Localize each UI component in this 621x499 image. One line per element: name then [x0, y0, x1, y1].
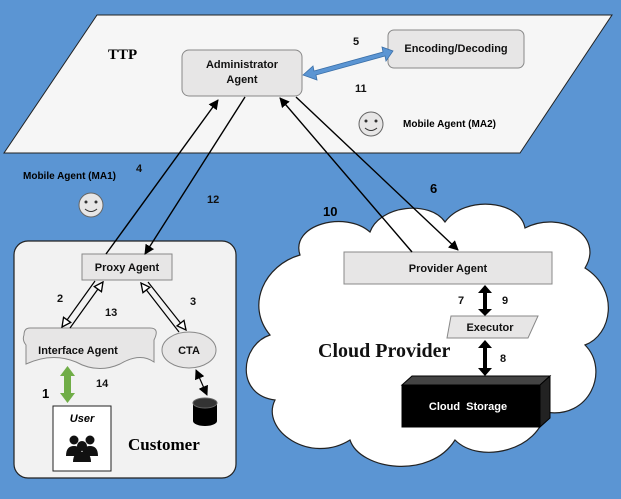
- step-12: 12: [207, 194, 219, 206]
- provider-agent-box: [343, 251, 553, 285]
- smiley-icon: [78, 192, 104, 218]
- encoding-decoding-label: Encoding/Decoding: [404, 43, 507, 55]
- proxy-agent-label: Proxy Agent: [95, 262, 160, 274]
- cloud-provider-title: Cloud Provider: [318, 340, 451, 362]
- step-10: 10: [323, 204, 337, 219]
- executor-storage-arrow: [478, 340, 492, 376]
- customer-title: Customer: [128, 435, 200, 454]
- users-icon: [66, 435, 98, 462]
- step-9: 9: [502, 295, 508, 307]
- proxy-cta-arrow-a: [147, 281, 186, 330]
- database-icon: [192, 397, 218, 426]
- administrator-agent-label-1: Administrator: [206, 59, 279, 71]
- proxy-cta-arrow-b: [141, 283, 180, 333]
- smiley-icon: [358, 111, 384, 137]
- ttp-title: TTP: [108, 47, 137, 63]
- cta-ellipse: [161, 331, 217, 369]
- cloud-storage-label: Cloud Storage: [429, 401, 507, 413]
- admin-encoding-double-arrow: [302, 46, 394, 81]
- interface-agent-shape: [22, 327, 157, 369]
- proxy-to-admin-arrow: [105, 99, 219, 255]
- step-5: 5: [353, 36, 359, 48]
- mobile-agent-ma2-label: Mobile Agent (MA2): [403, 119, 496, 130]
- admin-to-proxy-arrow: [144, 96, 246, 255]
- step-8: 8: [500, 353, 506, 365]
- administrator-agent-box: [181, 49, 303, 97]
- step-11: 11: [355, 83, 367, 95]
- step-1: 1: [42, 386, 49, 401]
- step-14: 14: [96, 378, 109, 390]
- provider-to-admin-arrow: [279, 97, 413, 253]
- step-7: 7: [458, 295, 464, 307]
- cloud-storage-box: [400, 374, 552, 429]
- admin-to-provider-arrow: [295, 96, 459, 251]
- interface-agent-label: Interface Agent: [38, 345, 118, 357]
- executor-box: [446, 315, 539, 339]
- provider-executor-arrow: [478, 285, 492, 316]
- proxy-interface-arrow-a: [62, 280, 96, 327]
- cta-label: CTA: [178, 345, 200, 357]
- step-6: 6: [430, 181, 437, 196]
- proxy-agent-box: [81, 253, 173, 281]
- proxy-interface-arrow-b: [69, 282, 103, 329]
- provider-agent-label: Provider Agent: [409, 263, 488, 275]
- step-4: 4: [136, 163, 143, 175]
- interface-user-arrow: [60, 366, 75, 403]
- cta-database-arrow: [195, 369, 208, 396]
- executor-label: Executor: [466, 322, 514, 334]
- administrator-agent-label-2: Agent: [226, 74, 258, 86]
- step-13: 13: [105, 307, 117, 319]
- mobile-agent-ma1-label: Mobile Agent (MA1): [23, 171, 116, 182]
- user-label: User: [70, 413, 95, 425]
- step-2: 2: [57, 293, 63, 305]
- step-3: 3: [190, 296, 196, 308]
